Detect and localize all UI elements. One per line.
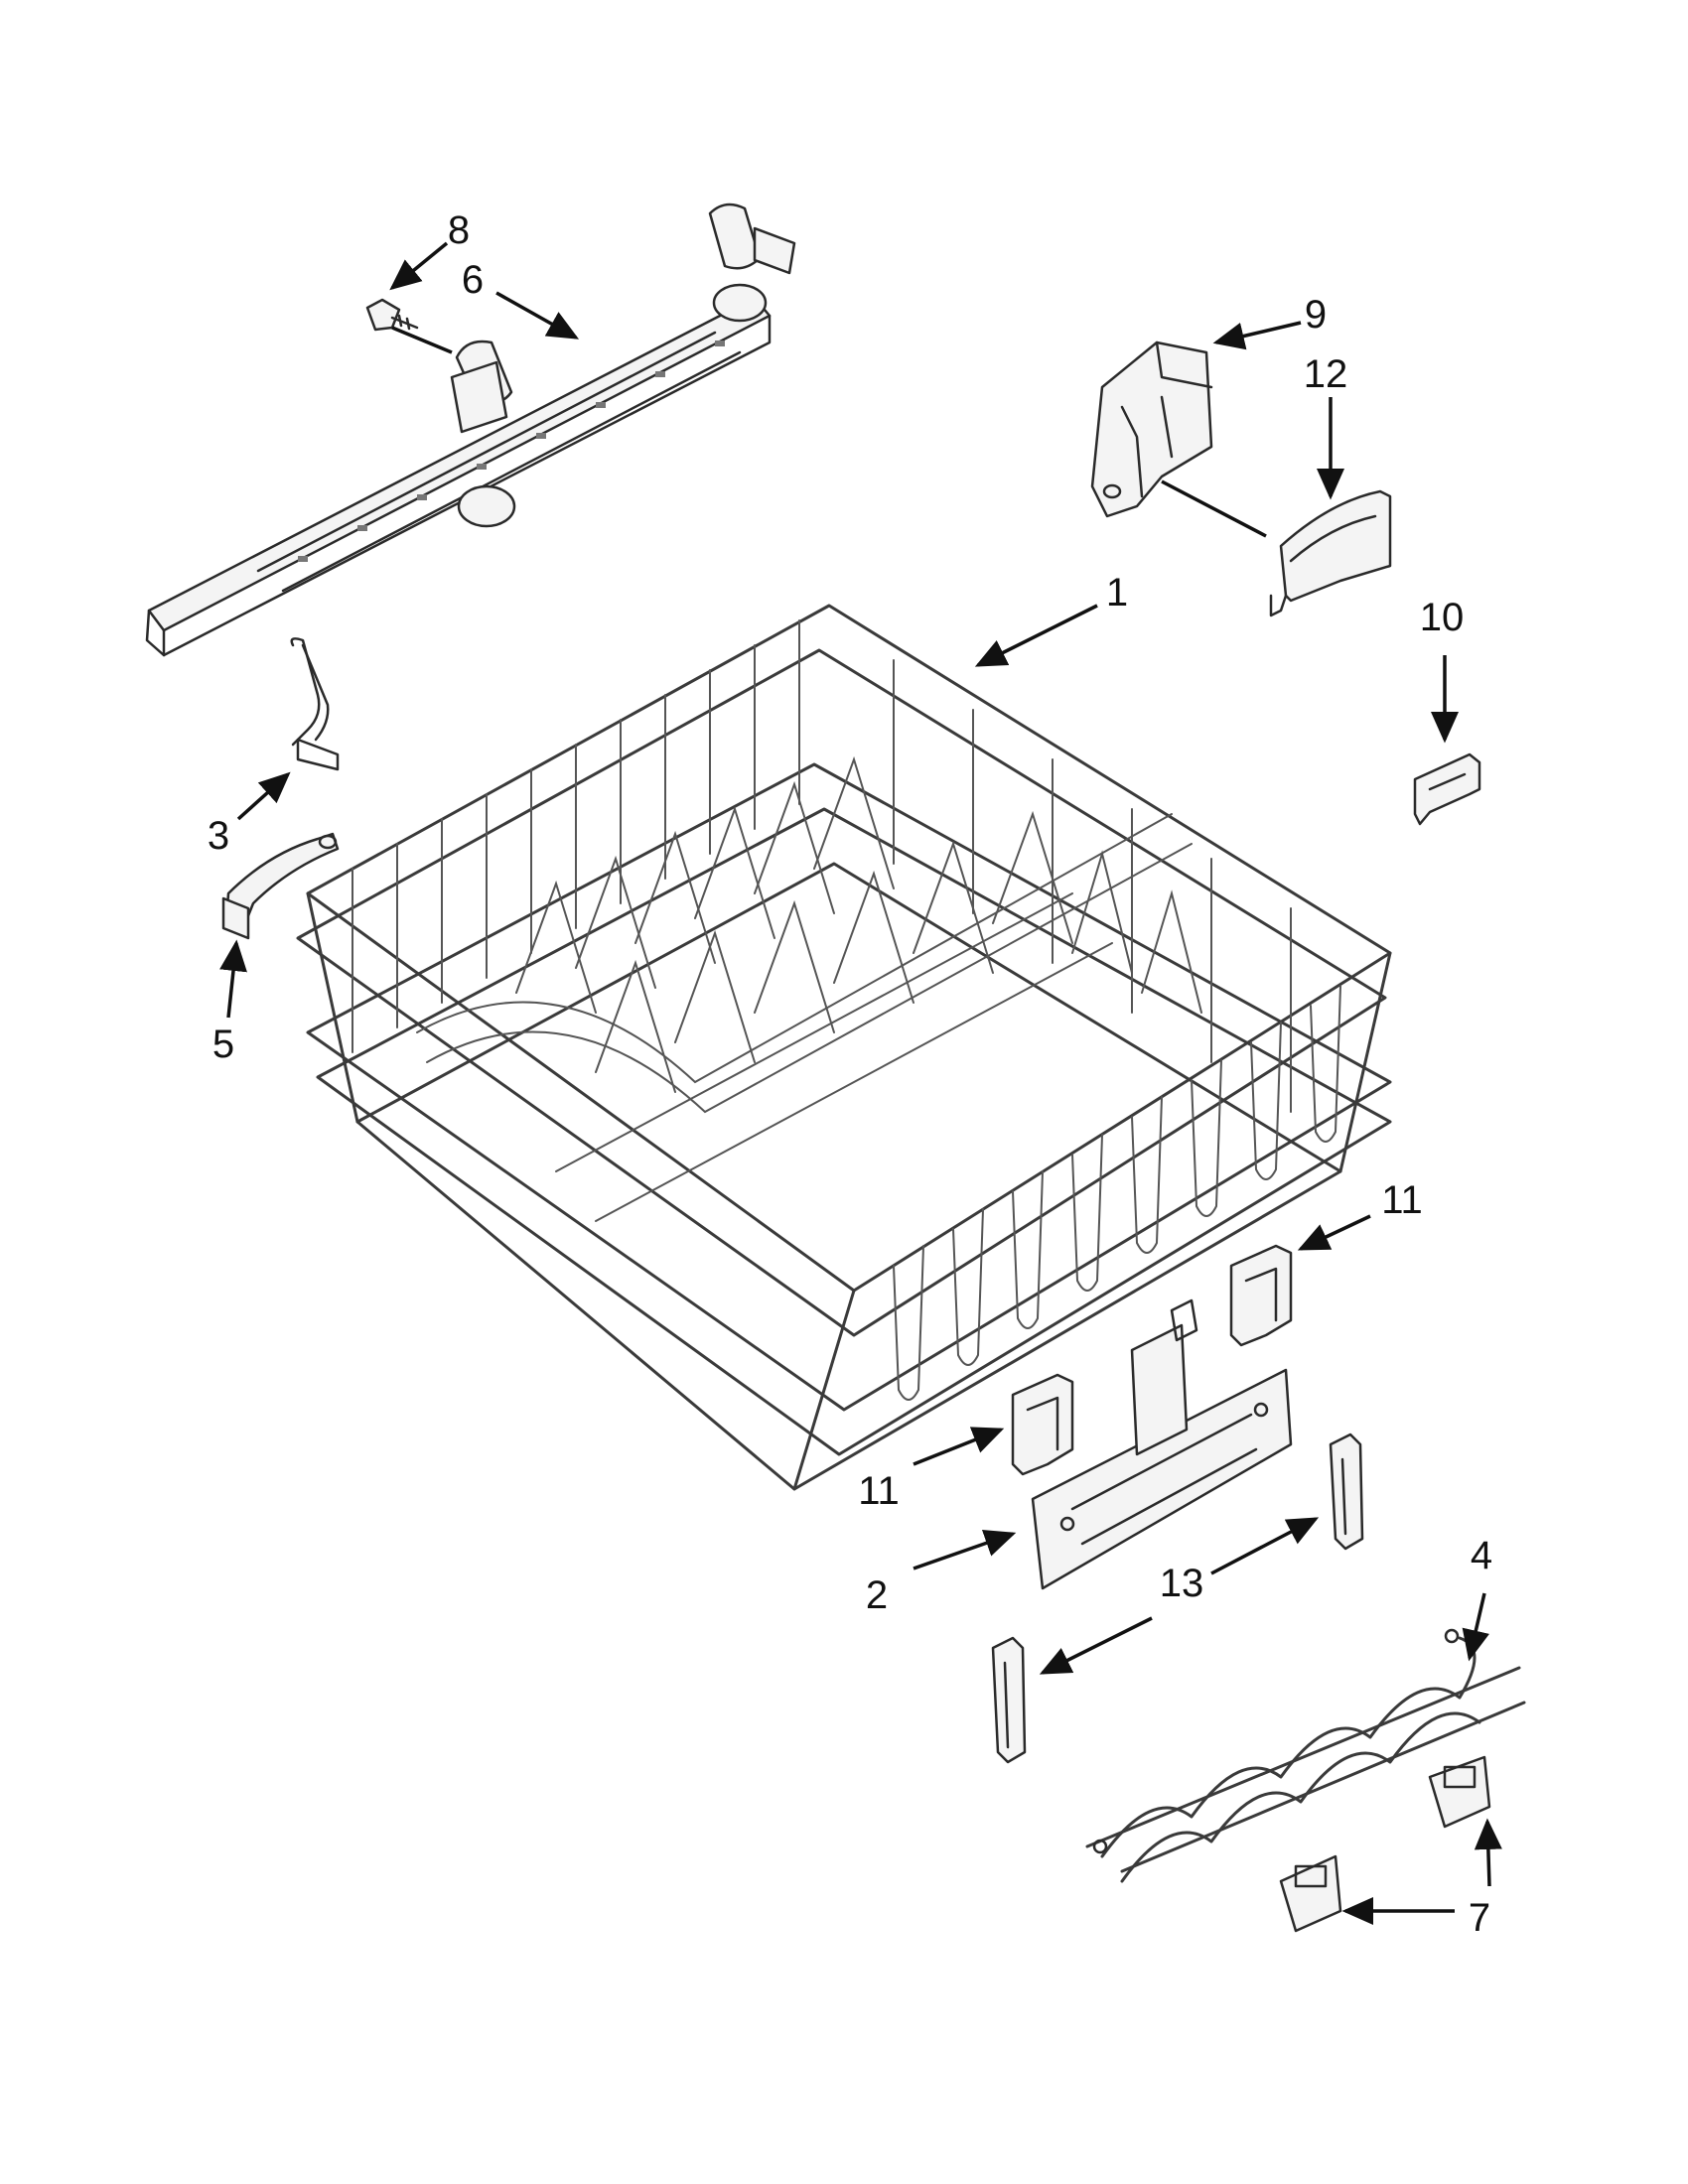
adjuster-cover-part (1269, 489, 1392, 617)
callout-11-lower: 11 (858, 1469, 900, 1513)
leader-4 (1462, 1592, 1489, 1662)
callout-2: 2 (866, 1573, 888, 1617)
callout-5: 5 (212, 1023, 234, 1066)
callout-11-upper: 11 (1381, 1178, 1423, 1222)
leader-8b (391, 326, 453, 354)
leader-11b (913, 1427, 1005, 1466)
callout-3: 3 (208, 814, 229, 858)
slide-rail-part (145, 203, 796, 657)
leader-2 (913, 1530, 1017, 1570)
callout-labels: 8 6 9 12 1 10 3 5 11 11 2 13 4 7 (208, 208, 1492, 1940)
guide-part-right (1329, 1433, 1364, 1551)
rack-front-tines (893, 985, 1341, 1401)
tine-clip-part-right (1428, 1755, 1491, 1829)
callout-6: 6 (462, 258, 484, 302)
leader-7a (1474, 1818, 1502, 1887)
callout-10: 10 (1420, 596, 1465, 639)
leader-9 (1212, 321, 1302, 350)
rack-stop-part (221, 832, 340, 940)
callout-1: 1 (1106, 571, 1128, 614)
rack-right-wires (893, 659, 1292, 1113)
callout-7: 7 (1469, 1896, 1490, 1940)
leader-3 (236, 771, 291, 821)
callout-13: 13 (1160, 1562, 1204, 1605)
adjuster-panel-part (1031, 1298, 1293, 1590)
leader-8 (389, 241, 449, 291)
upper-dish-rack-part (296, 604, 1392, 1491)
leader-13a (1210, 1517, 1320, 1575)
rail-roller-rear (708, 203, 796, 323)
leader-12b (1161, 479, 1267, 538)
rail-slots (298, 341, 725, 562)
rack-plate-tines (515, 755, 1202, 1093)
rack-adjuster-part (1090, 341, 1213, 518)
bracket-part-lower (1011, 1373, 1074, 1476)
rack-back-wires (352, 619, 800, 1053)
tine-row-part (1085, 1628, 1526, 1883)
leader-6 (495, 291, 580, 340)
callout-9: 9 (1305, 293, 1327, 337)
callout-4: 4 (1471, 1534, 1492, 1577)
bracket-part-upper (1229, 1244, 1293, 1347)
rail-roller-front (450, 340, 516, 528)
callout-12: 12 (1304, 352, 1348, 396)
small-clip-part (1413, 752, 1481, 826)
callout-8: 8 (448, 208, 470, 252)
leader-1 (974, 604, 1098, 667)
tine-clip-part-left (1279, 1854, 1342, 1933)
screw-part (365, 298, 419, 332)
rack-clip-part (290, 637, 340, 771)
leader-5 (219, 939, 247, 1019)
guide-part-left (991, 1636, 1027, 1764)
leader-11a (1297, 1214, 1371, 1251)
leader-lines (219, 241, 1502, 1925)
leader-13b (1039, 1616, 1153, 1675)
